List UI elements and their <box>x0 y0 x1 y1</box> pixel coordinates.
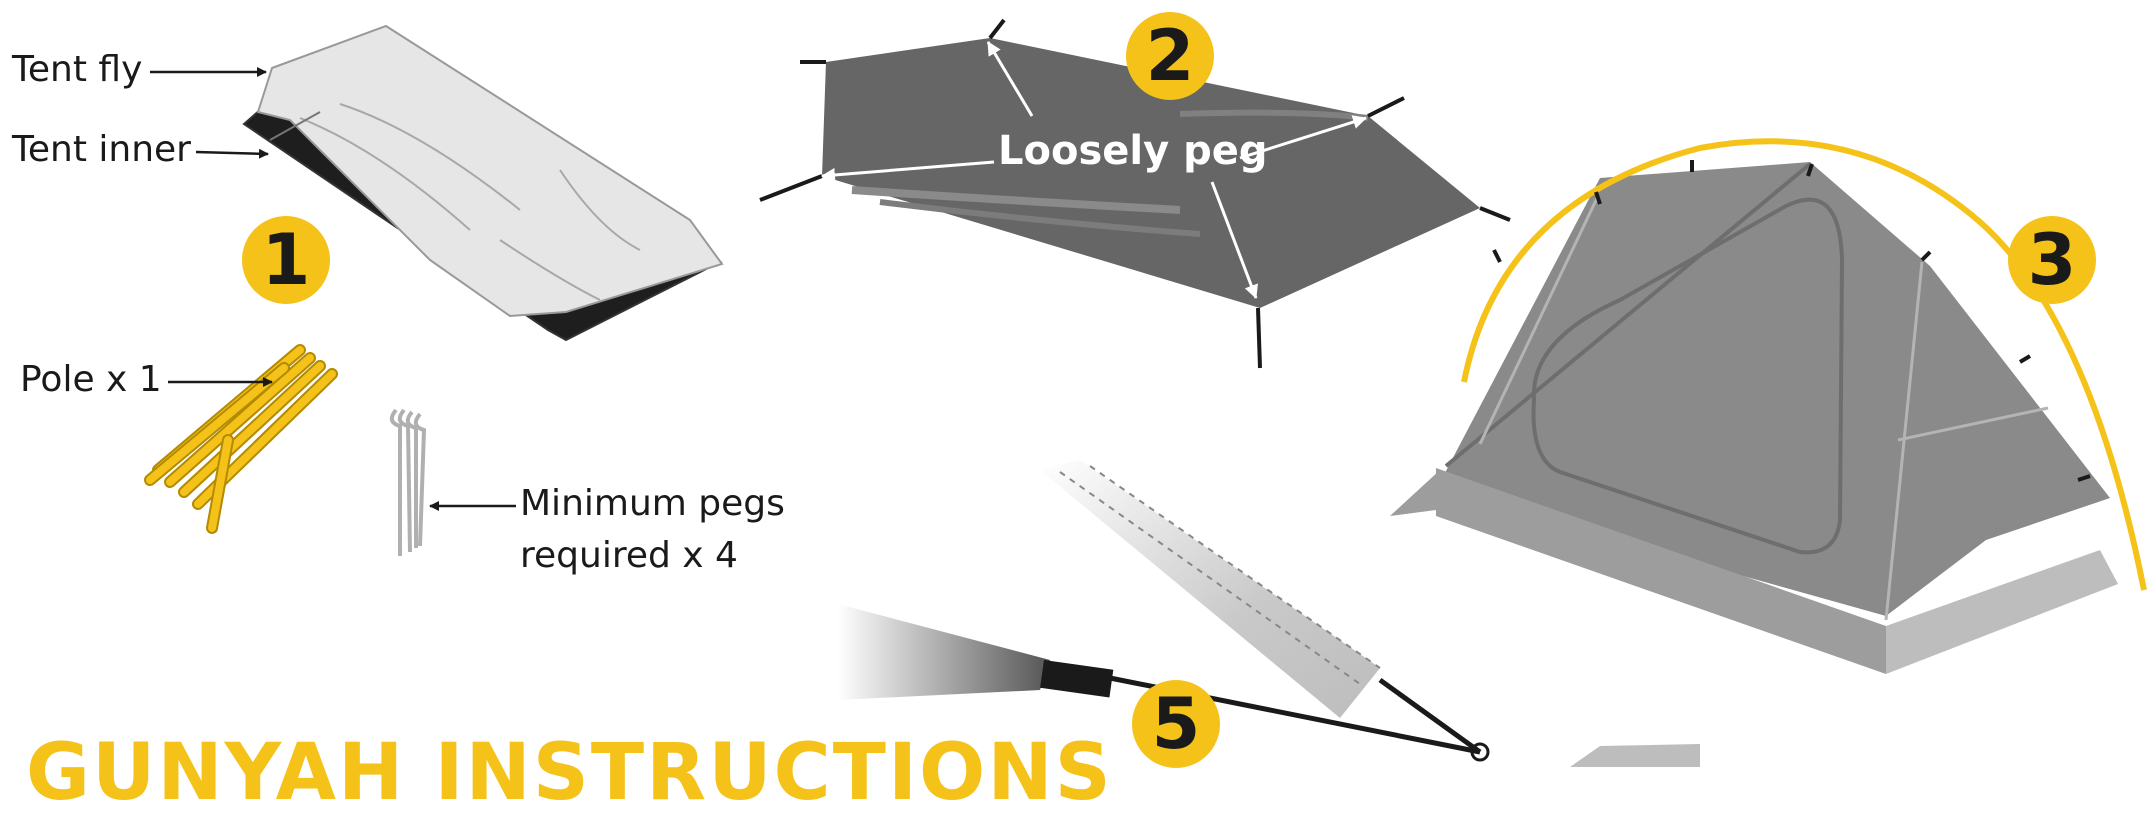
loosely-peg-label: Loosely peg <box>998 128 1268 174</box>
page-title: GUNYAH INSTRUCTIONS <box>26 728 1113 818</box>
pegs-label-line2: required x 4 <box>520 534 738 577</box>
pegs-label-line1: Minimum pegs <box>520 482 785 525</box>
pole-label: Pole x 1 <box>20 358 162 401</box>
step-badge-2: 2 <box>1126 12 1214 100</box>
step-badge-1: 1 <box>242 216 330 304</box>
pitched-tent <box>1390 162 2118 674</box>
instructions-illustration <box>0 0 2156 767</box>
pole-bundle <box>150 350 332 528</box>
packed-tent <box>244 26 722 340</box>
tent-fly-label: Tent fly <box>12 48 142 91</box>
tent-inner-label: Tent inner <box>12 128 191 171</box>
step-badge-5: 5 <box>1132 680 1220 768</box>
step-badge-3: 3 <box>2008 216 2096 304</box>
pegs <box>392 410 424 556</box>
